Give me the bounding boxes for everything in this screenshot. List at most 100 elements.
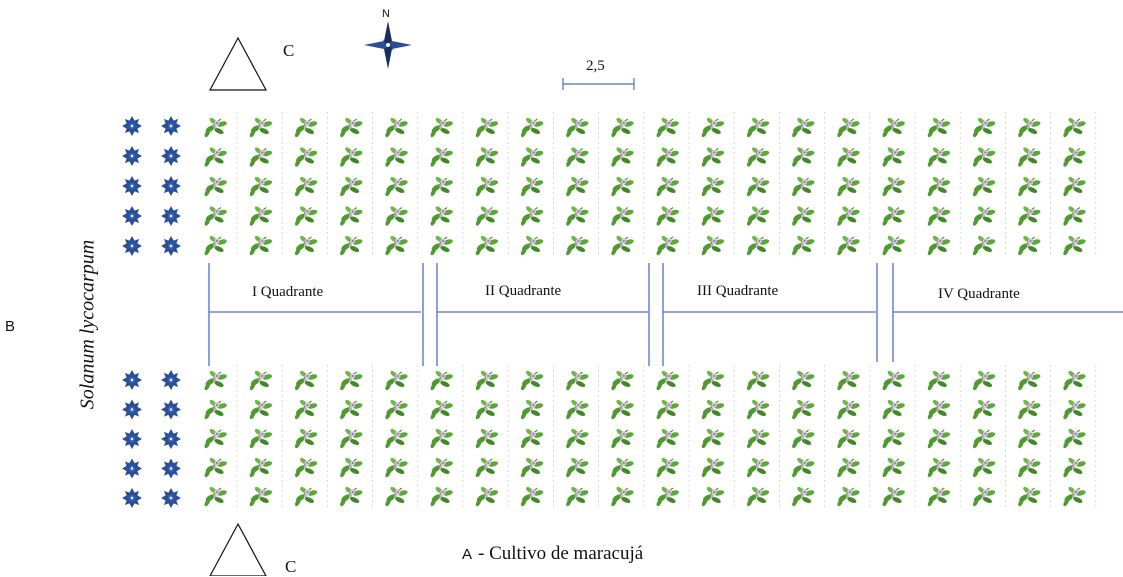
- passion-fruit-plant-icon: [293, 485, 319, 508]
- passion-fruit-plant-icon: [880, 456, 907, 479]
- passion-fruit-plant-icon: [383, 427, 409, 450]
- passion-fruit-plant-icon: [790, 204, 816, 228]
- passion-fruit-plant-icon: [609, 204, 635, 228]
- passion-fruit-plant-icon: [654, 116, 681, 139]
- passion-fruit-plant-icon: [654, 398, 681, 421]
- passion-fruit-plant-icon: [835, 116, 861, 139]
- passion-fruit-plant-icon: [609, 456, 635, 479]
- passion-fruit-plant-icon: [1016, 116, 1042, 139]
- blue-starburst-icon: [122, 116, 142, 136]
- north-label: N: [382, 8, 390, 20]
- passion-fruit-plant-icon: [248, 175, 274, 198]
- passion-fruit-plant-icon: [383, 204, 409, 228]
- passion-fruit-plant-icon: [293, 145, 319, 169]
- passion-fruit-plant-icon: [519, 145, 545, 169]
- passion-fruit-plant-icon: [835, 175, 861, 198]
- passion-fruit-plant-icon: [338, 234, 364, 257]
- passion-fruit-plant-icon: [926, 204, 952, 228]
- passion-fruit-plant-icon: [790, 234, 816, 257]
- passion-fruit-plant-icon: [202, 175, 229, 198]
- passion-fruit-plant-icon: [248, 145, 274, 169]
- passion-fruit-plant-icon: [790, 175, 816, 198]
- passion-fruit-plant-icon: [474, 398, 500, 421]
- passion-fruit-plant-icon: [745, 116, 771, 139]
- passion-fruit-plant-icon: [880, 204, 907, 228]
- triangle-label-top: C: [283, 41, 295, 60]
- passion-fruit-plant-icon: [564, 369, 590, 392]
- scale-value: 2,5: [586, 58, 605, 74]
- passion-fruit-plant-icon: [1061, 369, 1087, 392]
- passion-fruit-plant-icon: [835, 145, 861, 169]
- crop-letter: A: [462, 546, 473, 563]
- passion-fruit-plant-icon: [202, 456, 229, 479]
- passion-fruit-plant-icon: [700, 175, 726, 198]
- passion-fruit-plant-icon: [564, 234, 590, 257]
- passion-fruit-plant-icon: [383, 369, 409, 392]
- passion-fruit-plant-icon: [338, 369, 364, 392]
- passion-fruit-plant-icon: [1061, 427, 1087, 450]
- passion-fruit-plant-icon: [383, 116, 409, 139]
- blue-starburst-icon: [161, 236, 181, 256]
- plant-grid-top: [202, 112, 1097, 257]
- passion-fruit-plant-icon: [880, 427, 907, 450]
- passion-fruit-plant-icon: [790, 485, 816, 508]
- passion-fruit-plant-icon: [474, 369, 500, 392]
- passion-fruit-plant-icon: [564, 145, 590, 169]
- blue-starburst-icon: [161, 399, 181, 420]
- passion-fruit-plant-icon: [1016, 234, 1042, 257]
- passion-fruit-plant-icon: [202, 398, 229, 421]
- passion-fruit-plant-icon: [1061, 116, 1087, 139]
- passion-fruit-plant-icon: [835, 456, 861, 479]
- quadrant-label-3: III Quadrante: [697, 283, 779, 299]
- passion-fruit-plant-icon: [564, 204, 590, 228]
- passion-fruit-plant-icon: [474, 234, 500, 257]
- passion-fruit-plant-icon: [519, 398, 545, 421]
- passion-fruit-plant-icon: [609, 398, 635, 421]
- passion-fruit-plant-icon: [519, 204, 545, 228]
- passion-fruit-plant-icon: [202, 485, 229, 508]
- passion-fruit-plant-icon: [700, 369, 726, 392]
- passion-fruit-plant-icon: [835, 204, 861, 228]
- scale-bar: [562, 78, 635, 90]
- passion-fruit-plant-icon: [202, 116, 229, 139]
- passion-fruit-plant-icon: [1061, 398, 1087, 421]
- passion-fruit-plant-icon: [338, 145, 364, 169]
- passion-fruit-plant-icon: [474, 427, 500, 450]
- passion-fruit-plant-icon: [1016, 175, 1042, 198]
- passion-fruit-plant-icon: [293, 234, 319, 257]
- passion-fruit-plant-icon: [926, 427, 952, 450]
- passion-fruit-plant-icon: [519, 234, 545, 257]
- passion-fruit-plant-icon: [700, 456, 726, 479]
- passion-fruit-plant-icon: [564, 398, 590, 421]
- passion-fruit-plant-icon: [519, 369, 545, 392]
- passion-fruit-plant-icon: [202, 145, 229, 169]
- passion-fruit-plant-icon: [383, 485, 409, 508]
- passion-fruit-plant-icon: [745, 234, 771, 257]
- passion-fruit-plant-icon: [338, 456, 364, 479]
- passion-fruit-plant-icon: [971, 456, 997, 479]
- passion-fruit-plant-icon: [564, 175, 590, 198]
- triangle-label-bottom: C: [285, 557, 297, 576]
- passion-fruit-plant-icon: [971, 485, 997, 508]
- blue-starburst-icon: [161, 458, 181, 479]
- passion-fruit-plant-icon: [654, 485, 681, 508]
- passion-fruit-plant-icon: [745, 398, 771, 421]
- passion-fruit-plant-icon: [609, 145, 635, 169]
- passion-fruit-plant-icon: [1061, 145, 1087, 169]
- passion-fruit-plant-icon: [880, 116, 907, 139]
- blue-starburst-icon: [161, 429, 181, 449]
- passion-fruit-plant-icon: [338, 204, 364, 228]
- passion-fruit-plant-icon: [700, 398, 726, 421]
- passion-fruit-plant-icon: [248, 204, 274, 228]
- passion-fruit-plant-icon: [971, 116, 997, 139]
- passion-fruit-plant-icon: [293, 175, 319, 198]
- passion-fruit-plant-icon: [293, 398, 319, 421]
- passion-fruit-plant-icon: [926, 398, 952, 421]
- blue-starburst-icon: [122, 458, 142, 479]
- passion-fruit-plant-icon: [564, 485, 590, 508]
- passion-fruit-plant-icon: [202, 234, 229, 257]
- passion-fruit-plant-icon: [1061, 204, 1087, 228]
- passion-fruit-plant-icon: [1016, 427, 1042, 450]
- passion-fruit-plant-icon: [835, 369, 861, 392]
- species-letter: B: [5, 318, 16, 335]
